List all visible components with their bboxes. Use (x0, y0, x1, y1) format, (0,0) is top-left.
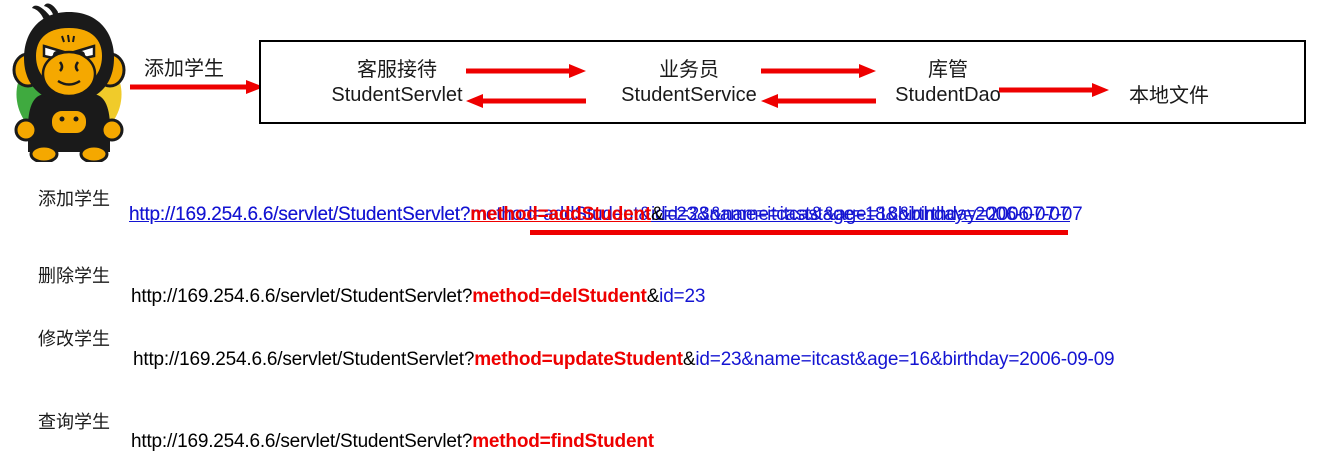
flow-node-service: 业务员 StudentService (589, 58, 789, 108)
url-update-params: id=23&name=itcast&age=16&birthday=2006-0… (695, 349, 1115, 370)
arrow-servlet-to-service-icon (466, 64, 586, 78)
flow-node-file: 本地文件 (1104, 84, 1234, 109)
request-label-add: 添加学生 (38, 189, 110, 209)
url-del-amp: & (646, 286, 660, 307)
url-update-base: http://169.254.6.6/servlet/StudentServle… (133, 349, 475, 370)
url-add-base[interactable]: http://169.254.6.6/servlet/StudentServle… (129, 204, 471, 225)
flow-node-service-cn: 业务员 (659, 59, 719, 81)
request-label-del: 删除学生 (38, 266, 110, 286)
request-label-update: 修改学生 (38, 329, 110, 349)
arrow-dao-to-file-icon (999, 83, 1109, 97)
request-label-find: 查询学生 (38, 412, 110, 432)
url-del-method: method=delStudent (472, 286, 647, 307)
url-del-params: id=23 (659, 286, 706, 307)
flow-node-dao-en: StudentDao (895, 84, 1001, 106)
entry-arrow-icon (130, 80, 264, 94)
url-add-params[interactable]: id=23&name=itcast&age=18&birthday=2006-0… (663, 204, 1083, 225)
flow-node-file-cn: 本地文件 (1129, 85, 1209, 107)
arrow-service-to-servlet-icon (466, 94, 586, 108)
url-add-method[interactable]: method=addStudent (470, 204, 652, 225)
flow-node-service-en: StudentService (621, 84, 757, 106)
architecture-flow-box: 客服接待 StudentServlet 业务员 StudentService 库… (259, 40, 1306, 124)
url-update-amp: & (682, 349, 696, 370)
flow-node-servlet: 客服接待 StudentServlet (297, 58, 497, 108)
url-find-method: method=findStudent (472, 431, 654, 452)
flow-node-dao-cn: 库管 (928, 59, 968, 81)
url-del-line[interactable]: http://169.254.6.6/servlet/StudentServle… (131, 286, 705, 308)
flow-entry-label: 添加学生 (144, 58, 224, 80)
url-find-line[interactable]: http://169.254.6.6/servlet/StudentServle… (131, 431, 654, 453)
arrow-dao-to-service-icon (761, 94, 876, 108)
url-del-base: http://169.254.6.6/servlet/StudentServle… (131, 286, 473, 307)
red-emphasis-underline (530, 230, 1068, 235)
url-add-overlay-layer: http://169.254.6.6/servlet/StudentServle… (129, 204, 1070, 226)
url-update-line[interactable]: http://169.254.6.6/servlet/StudentServle… (133, 349, 1115, 371)
url-add-amp: & (651, 204, 664, 225)
flow-node-dao: 库管 StudentDao (858, 58, 1038, 108)
url-add-line[interactable]: http://169.254.6.6/servlet/StudentServle… (129, 204, 1083, 226)
flow-node-servlet-en: StudentServlet (331, 84, 463, 106)
arrow-service-to-dao-icon (761, 64, 876, 78)
url-add-overlay-amp[interactable]: & (638, 204, 652, 225)
url-add-overlay-params[interactable]: id=23&name=itcast&age=18&birthday=2006-0… (650, 204, 1070, 225)
url-update-method: method=updateStudent (474, 349, 683, 370)
url-add-overlay-base[interactable]: http://169.254.6.6/servlet/StudentServle… (129, 204, 471, 225)
flow-node-servlet-cn: 客服接待 (357, 59, 437, 81)
mascot-illustration (6, 2, 132, 164)
url-add-overlay-method[interactable]: method=addStudent (470, 204, 639, 225)
url-find-base: http://169.254.6.6/servlet/StudentServle… (131, 431, 473, 452)
